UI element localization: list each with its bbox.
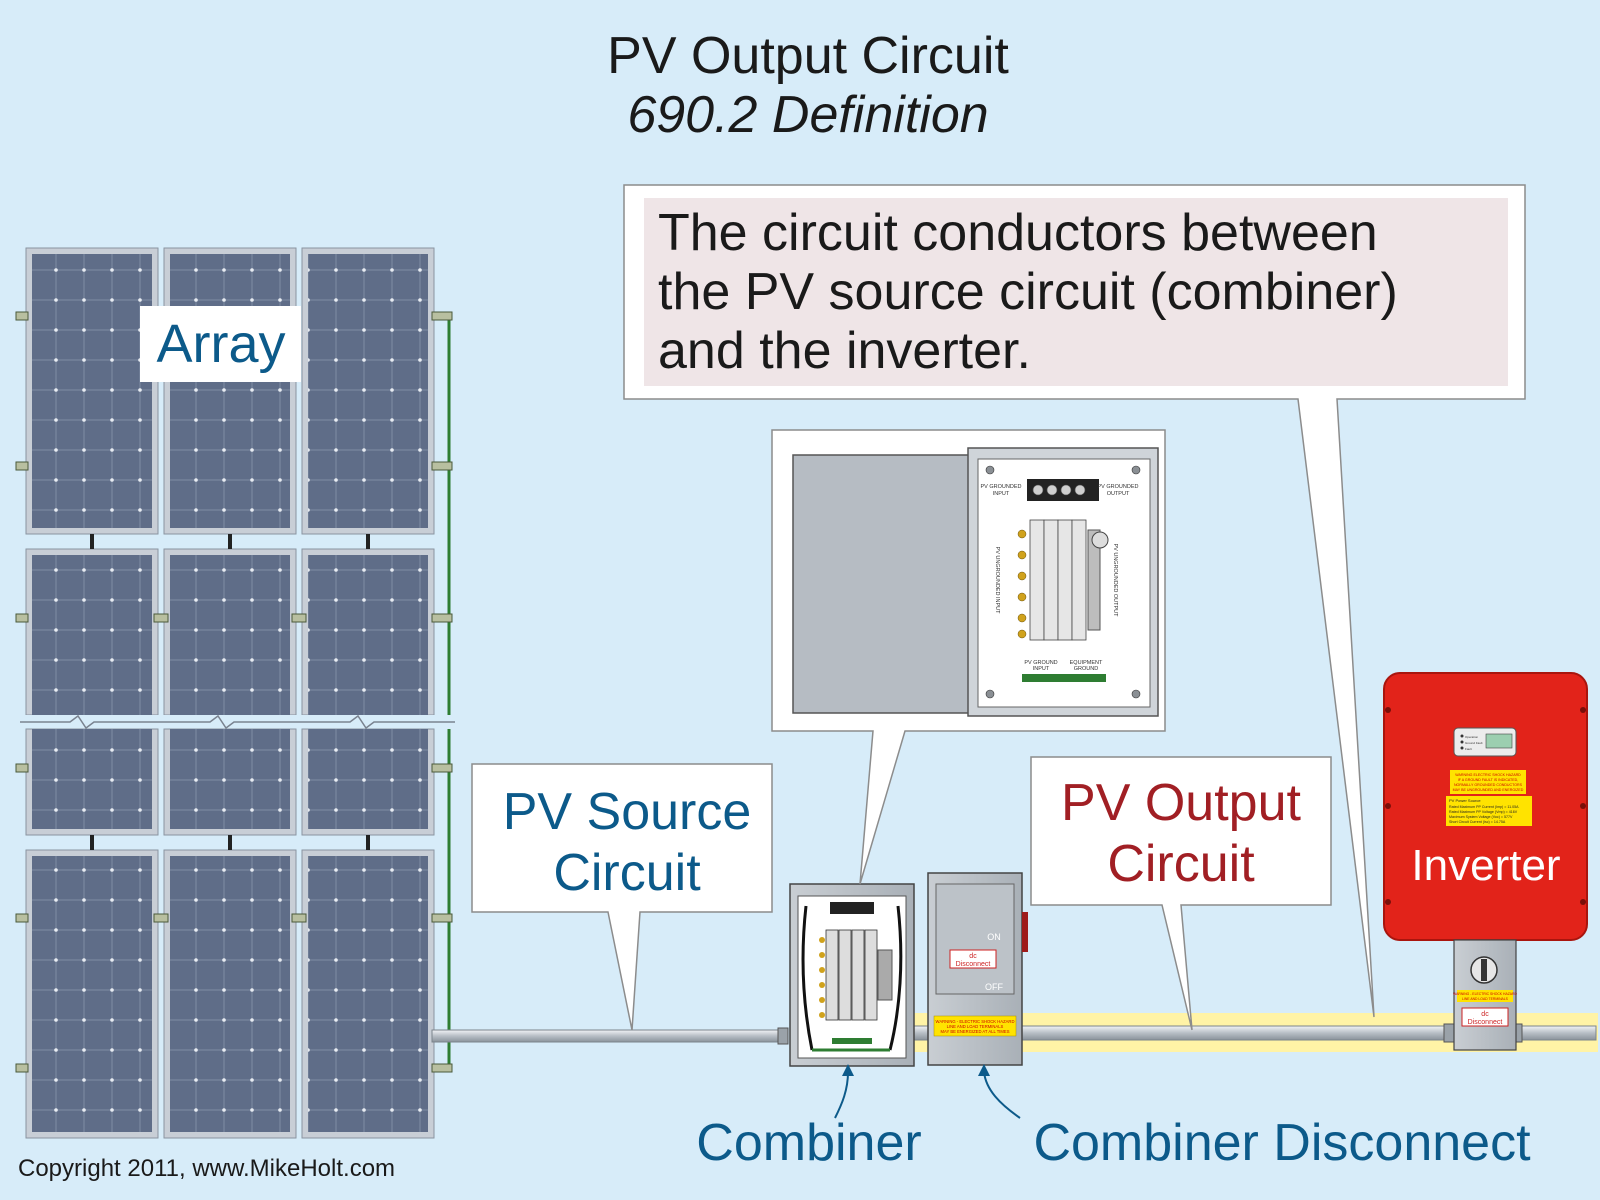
definition-line-1: The circuit conductors between xyxy=(658,204,1378,262)
inverter-rating-2: Rated Maximum PP Voltage (Vmp) = 416V xyxy=(1449,810,1518,814)
solar-array xyxy=(15,247,460,1139)
pv-output-callout xyxy=(1030,756,1332,1031)
pv-output-label-2: Circuit xyxy=(1107,835,1255,893)
inverter-warning-4: MAY BE UNGROUNDED AND ENERGIZED xyxy=(1453,788,1524,792)
inverter-disconnect-tag-dc: dc xyxy=(1481,1011,1489,1018)
disconnect-off-label: OFF xyxy=(985,982,1003,992)
detail-ground-bar xyxy=(1022,674,1106,682)
detail-grounded-output-1: PV GROUNDED xyxy=(1098,484,1139,490)
panel-row-3 xyxy=(25,728,435,836)
disconnect-tag-label: Disconnect xyxy=(956,961,991,968)
inverter-rating-4: Short Circuit Current (Isc) = 14.75A xyxy=(1449,820,1506,824)
inverter-led-ground-fault: Ground Fault xyxy=(1465,741,1483,745)
disconnect-tag-dc: dc xyxy=(969,953,977,960)
inverter-led-operation: Operation xyxy=(1465,735,1479,739)
ac-conduit xyxy=(1515,1025,1597,1041)
detail-ungrounded-output: PV UNGROUNDED OUTPUT xyxy=(1112,543,1118,617)
inverter-rating-1: Rated Maximum PP Current (Imp) = 11.05A xyxy=(1449,805,1519,809)
definition-callout xyxy=(623,184,1526,1018)
inverter-ratings-title: PV Power Source xyxy=(1449,798,1481,803)
mounting-clips xyxy=(15,311,453,1073)
inverter-disconnect-warning-1: WARNING - ELECTRIC SHOCK HAZARD xyxy=(1453,992,1517,996)
inverter-led-fault: Fault xyxy=(1465,747,1472,751)
combiner-detail: PV GROUNDED INPUT PV GROUNDED OUTPUT PV … xyxy=(792,447,1159,717)
detail-grounded-input-1: PV GROUNDED xyxy=(981,484,1022,490)
detail-equipment-ground-1: EQUIPMENT xyxy=(1070,660,1103,666)
pv-source-label-2: Circuit xyxy=(553,844,701,902)
disconnect-handle xyxy=(1022,912,1028,952)
subtitle: 690.2 Definition xyxy=(627,86,988,144)
combiner-label: Combiner xyxy=(696,1114,921,1172)
disconnect-warning-1: WARNING - ELECTRIC SHOCK HAZARD xyxy=(936,1019,1015,1024)
inverter-warning-2: IF A GROUND FAULT IS INDICATED, xyxy=(1458,778,1519,782)
inverter-rating-3: Maximum System Voltage (Voc) = 577V xyxy=(1449,815,1513,819)
disconnect-on-label: ON xyxy=(987,932,1001,942)
pv-output-label-1: PV Output xyxy=(1061,774,1301,832)
disconnect-warning-2: LINE AND LOAD TERMINALS xyxy=(947,1024,1004,1029)
definition-line-2: the PV source circuit (combiner) xyxy=(658,263,1398,321)
inverter: Operation Ground Fault Fault WARNING ELE… xyxy=(1383,672,1588,1051)
panel-row-1 xyxy=(25,247,435,535)
detail-ground-input-2: INPUT xyxy=(1033,666,1050,672)
combiner-pointer xyxy=(834,1071,849,1119)
combiner-detail-door xyxy=(792,454,972,714)
inverter-disconnect-warning-2: LINE AND LOAD TERMINALS xyxy=(1462,997,1509,1001)
pv-source-callout xyxy=(471,763,773,1031)
pv-source-label-1: PV Source xyxy=(503,783,752,841)
detail-equipment-ground-2: GROUND xyxy=(1074,666,1098,672)
combiner-disconnect-label: Combiner Disconnect xyxy=(1033,1114,1531,1172)
definition-line-3: and the inverter. xyxy=(658,322,1031,380)
inverter-warning-3: NORMALLY GROUNDED CONDUCTORS xyxy=(1454,783,1523,787)
panel-row-4 xyxy=(25,849,435,1139)
detail-ground-input-1: PV GROUND xyxy=(1024,660,1057,666)
combiner-disconnect-pointer xyxy=(983,1071,1021,1119)
detail-grounded-output-2: OUTPUT xyxy=(1107,491,1130,497)
panel-jumpers xyxy=(90,534,370,850)
array-label: Array xyxy=(156,314,285,374)
inverter-warning-1: WARNING ELECTRIC SHOCK HAZARD xyxy=(1455,773,1521,777)
combiner-disconnect: ON OFF dc Disconnect WARNING - ELECTRIC … xyxy=(927,872,1028,1066)
inverter-label: Inverter xyxy=(1411,841,1560,890)
inverter-disconnect-tag-label: Disconnect xyxy=(1468,1019,1503,1026)
detail-grounded-input-2: INPUT xyxy=(993,491,1010,497)
definition-box xyxy=(644,198,1508,386)
copyright: Copyright 2011, www.MikeHolt.com xyxy=(18,1155,395,1182)
title: PV Output Circuit xyxy=(607,27,1009,85)
combiner-box xyxy=(789,883,915,1067)
panel-row-2 xyxy=(25,548,435,716)
detail-fuse-holders xyxy=(1029,519,1087,641)
disconnect-warning-3: MAY BE ENERGIZED AT ALL TIMES xyxy=(940,1029,1009,1034)
detail-ungrounded-input: PV UNGROUNDED INPUT xyxy=(994,547,1000,615)
source-conduit xyxy=(431,1029,787,1043)
array-label-box xyxy=(140,306,301,382)
